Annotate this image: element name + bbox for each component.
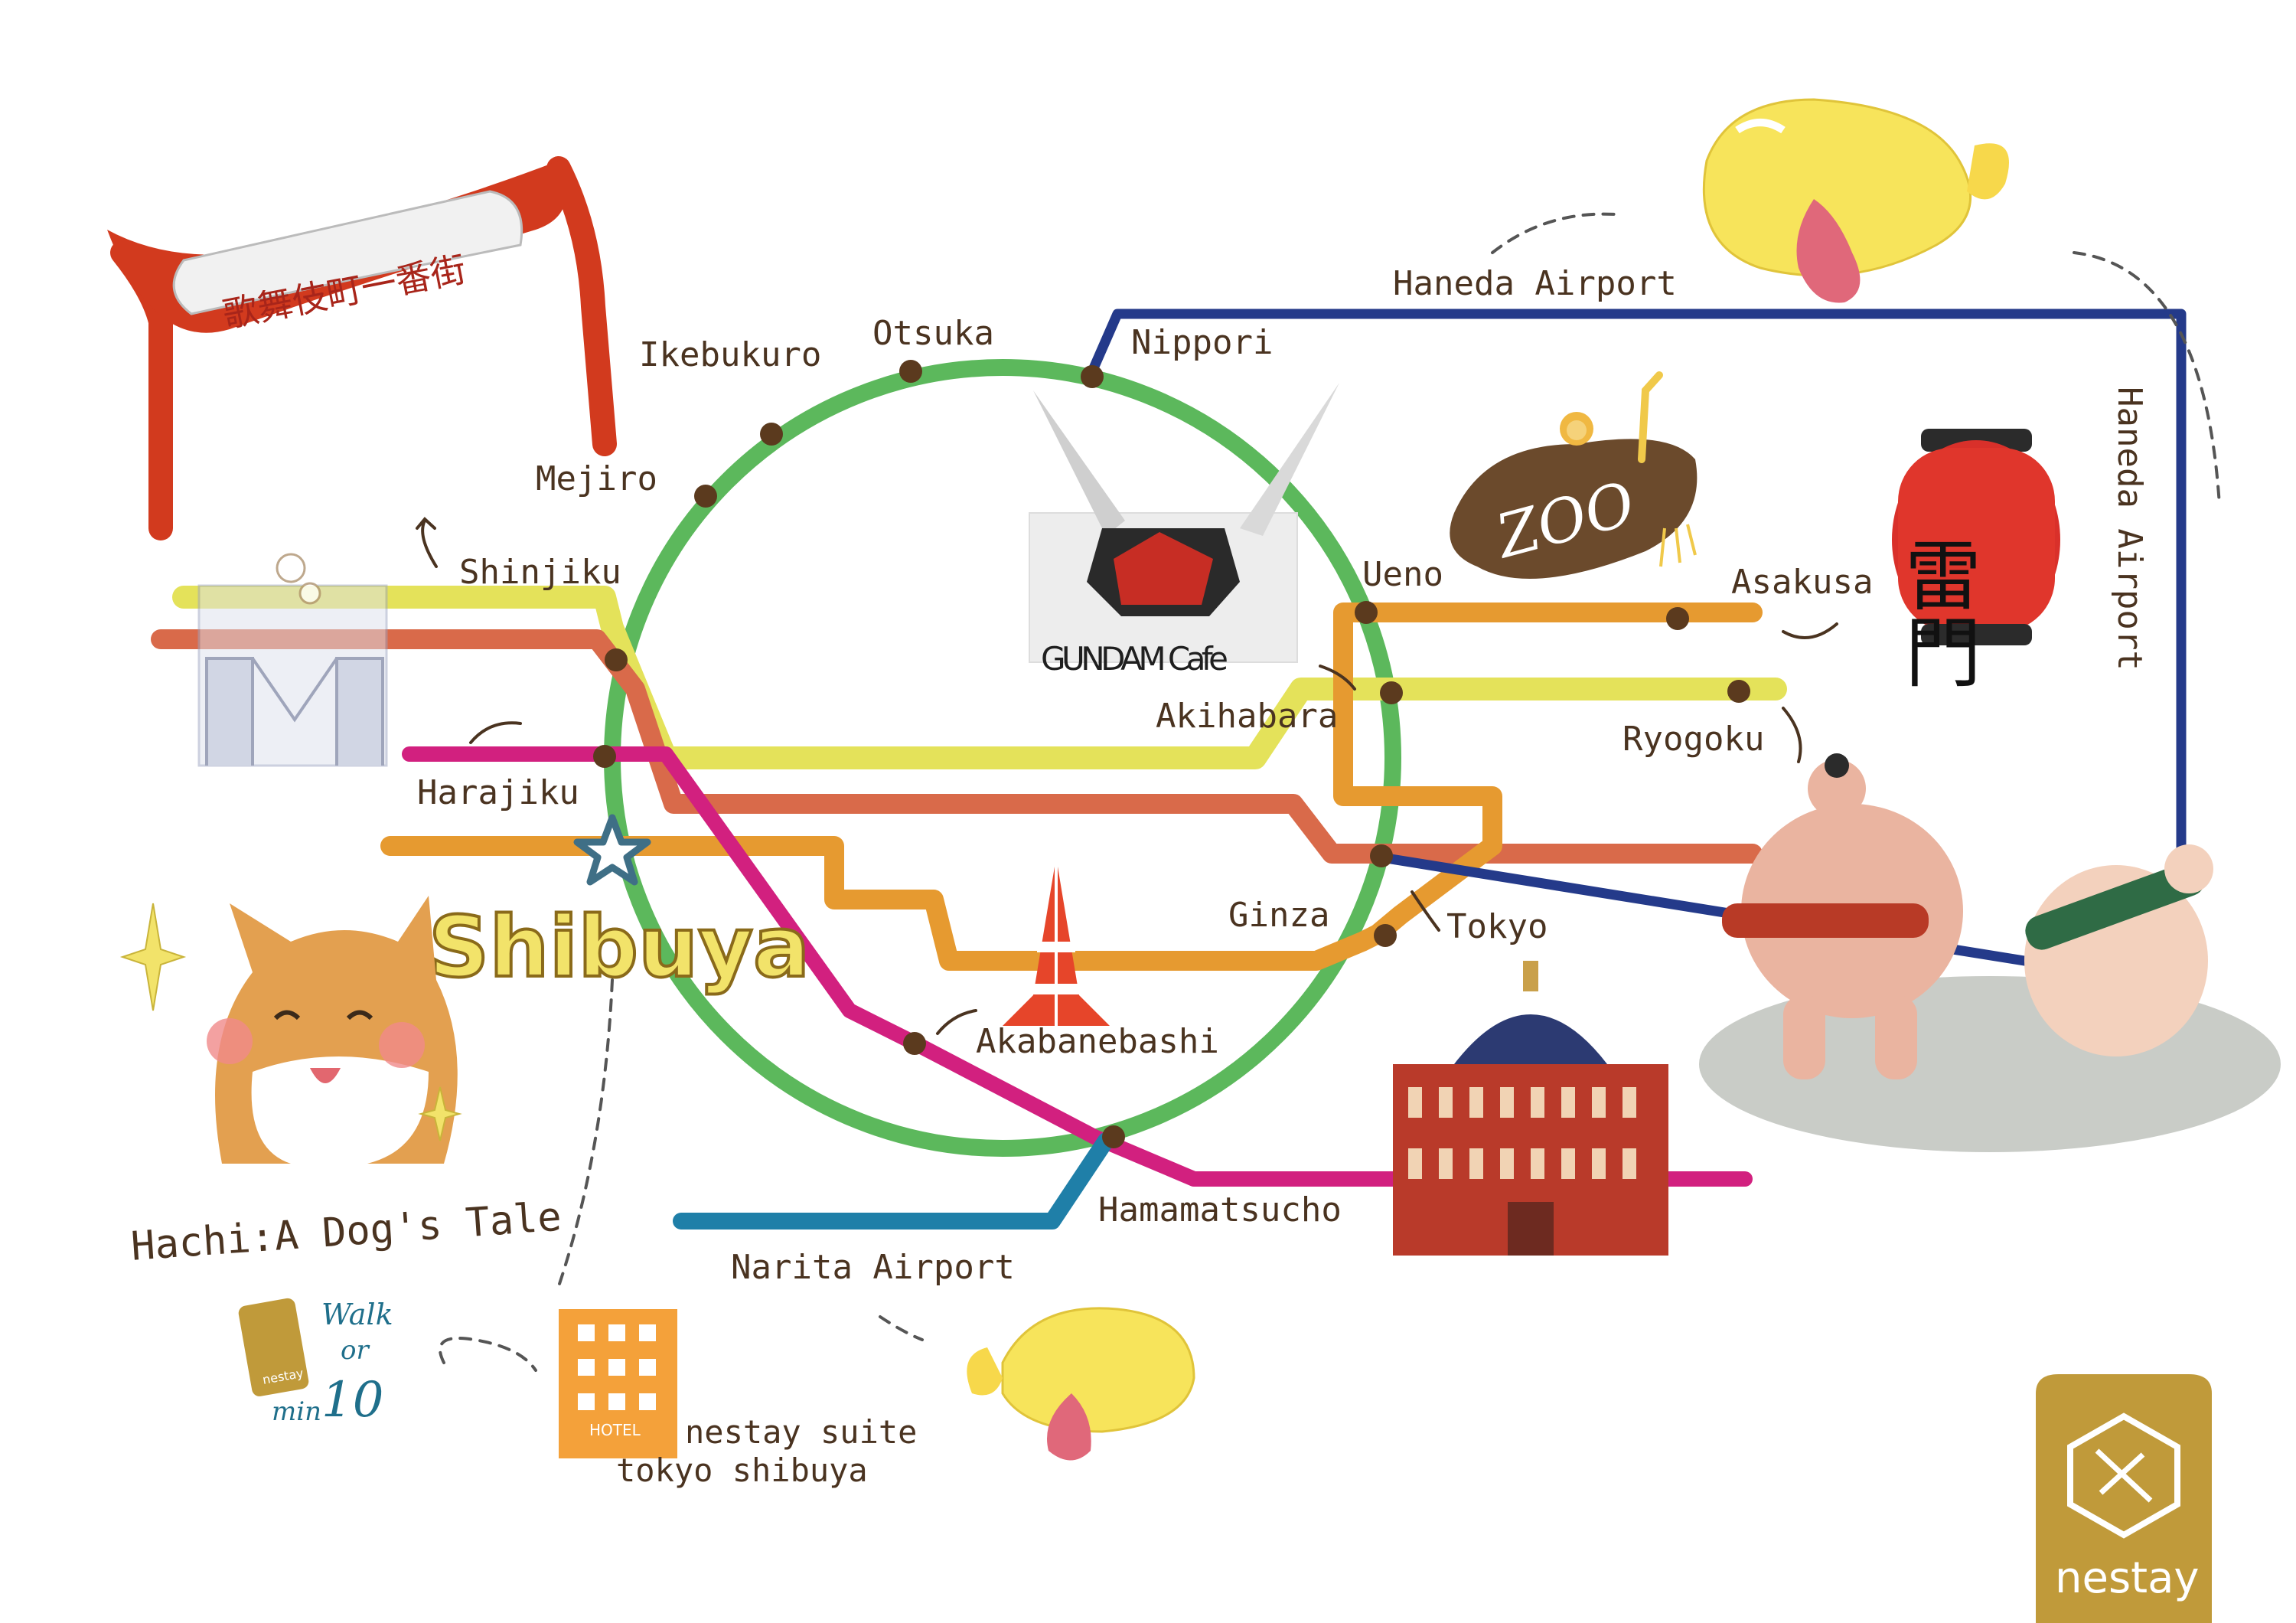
hotel-name-line2[interactable]: tokyo shibuya — [616, 1452, 868, 1489]
nestay-logo-text: nestay — [2055, 1553, 2200, 1603]
station-label-shinjiku[interactable]: Shinjiku — [459, 553, 621, 592]
or-label: or — [341, 1335, 370, 1366]
station-label-akihabara[interactable]: Akihabara — [1156, 697, 1338, 736]
minutes-value: 10 — [321, 1372, 383, 1429]
salmon-line — [151, 629, 1763, 864]
station-label-hamamatsucho[interactable]: Hamamatsucho — [1098, 1190, 1342, 1229]
station-dot-hamamatsucho[interactable] — [1102, 1125, 1125, 1148]
orange-line — [380, 603, 1763, 971]
kaminarimon-lantern-illustration: 雷門 — [1892, 429, 2060, 689]
station-dot-akabanebashi[interactable] — [903, 1032, 926, 1055]
station-label-asakusa[interactable]: Asakusa — [1731, 563, 1873, 602]
sparkle-decorations — [119, 903, 462, 1141]
hotel-section: nestay Walk or 10 min HOTEL nestay suite… — [238, 1298, 917, 1489]
station-dot-asakusa[interactable] — [1666, 607, 1689, 630]
teal-line — [673, 1132, 1114, 1229]
station-label-harajiku[interactable]: Harajiku — [417, 773, 579, 812]
station-label-ueno[interactable]: Ueno — [1362, 555, 1443, 594]
sumo-wrestlers-illustration — [1699, 753, 2281, 1152]
station-dot-harajiku[interactable] — [593, 745, 616, 768]
station-dot-nippori[interactable] — [1081, 365, 1104, 388]
station-label-otsuka[interactable]: Otsuka — [872, 314, 994, 353]
airport-label-narita[interactable]: Narita Airport — [731, 1248, 1015, 1287]
nestay-card-icon — [238, 1298, 309, 1396]
rail-lines — [151, 309, 2187, 1229]
kaminarimon-label: 雷門 — [1892, 536, 1981, 689]
nestay-logo[interactable]: nestay — [2036, 1374, 2212, 1623]
station-label-nippori[interactable]: Nippori — [1131, 323, 1273, 362]
station-label-ginza[interactable]: Ginza — [1228, 896, 1329, 935]
gundam-cafe-label: GUNDAM Cafe — [1041, 640, 1228, 678]
station-dot-akihabara[interactable] — [1380, 681, 1403, 704]
airport-label-haneda-side[interactable]: Haneda Airport — [2110, 387, 2149, 671]
hotel-sign-text: HOTEL — [589, 1421, 641, 1439]
station-dots — [593, 360, 1750, 1148]
small-arrows — [416, 517, 1838, 1035]
station-dot-ryogoku[interactable] — [1727, 680, 1750, 703]
station-label-mejiro[interactable]: Mejiro — [536, 459, 657, 498]
dashed-guides — [439, 212, 2221, 1372]
hotel-name-line1[interactable]: nestay suite — [685, 1413, 917, 1451]
nestay-logo-icon — [2067, 1412, 2180, 1539]
station-dot-shinjiku[interactable] — [605, 648, 628, 671]
walk-label: Walk — [321, 1298, 393, 1331]
station-dot-mejiro[interactable] — [694, 485, 717, 508]
airplane-bottom-illustration — [967, 1307, 1195, 1461]
station-label-ryogoku[interactable]: Ryogoku — [1623, 720, 1764, 759]
gundam-cafe-illustration: GUNDAM Cafe — [1029, 383, 1339, 678]
station-dot-ikebukuro[interactable] — [760, 423, 783, 446]
station-dot-otsuka[interactable] — [899, 360, 922, 383]
station-label-ikebukuro[interactable]: Ikebukuro — [639, 335, 821, 374]
zoo-illustration: ZOO — [1450, 371, 1698, 579]
tokyo-tower-illustration — [1003, 857, 1110, 1026]
station-label-tokyo[interactable]: Tokyo — [1446, 907, 1548, 946]
tokyo-station-illustration — [1393, 961, 1668, 1256]
shibuya-star-icon[interactable] — [573, 814, 651, 886]
station-labels: Otsuka Nippori Ikebukuro Mejiro Shinjiku… — [417, 264, 2149, 1287]
hachi-dog-illustration — [207, 896, 458, 1164]
hachi-label[interactable]: Hachi:A Dog's Tale — [129, 1194, 563, 1270]
station-dot-ueno[interactable] — [1355, 601, 1378, 624]
station-dot-ginza[interactable] — [1370, 844, 1393, 867]
shinjuku-gate-illustration — [197, 553, 388, 767]
airport-label-haneda-top[interactable]: Haneda Airport — [1393, 264, 1677, 303]
shibuya-label[interactable]: Shibuya — [427, 896, 811, 998]
airplane-top-illustration — [1702, 98, 2009, 303]
kabukicho-gate-illustration: 歌舞伎町一番街 — [107, 156, 617, 540]
station-dot-tokyo[interactable] — [1374, 924, 1397, 947]
min-label: min — [272, 1396, 321, 1427]
station-label-akabanebashi[interactable]: Akabanebashi — [976, 1022, 1219, 1061]
